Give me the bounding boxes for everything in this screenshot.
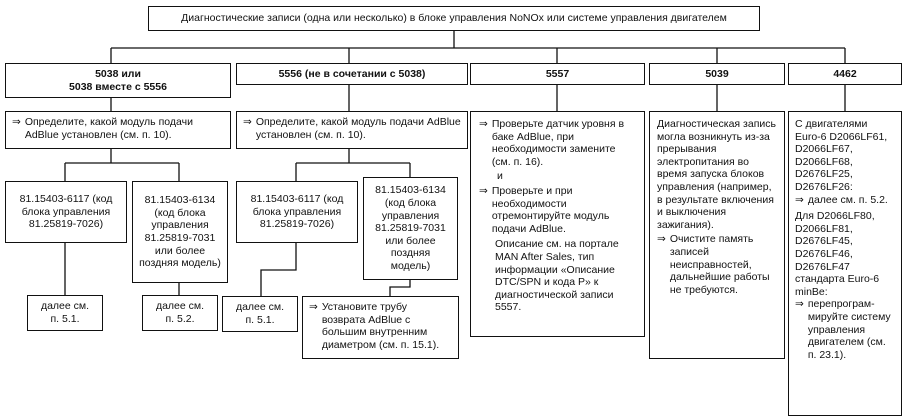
arrow-icon: ⇒ (795, 298, 804, 311)
arrow-icon: ⇒ (479, 118, 488, 130)
variant-label: 81.15403-6117 (код блока управления 81.2… (250, 193, 344, 231)
next-step-box: далее см. п. 5.1. (222, 296, 298, 332)
next-step-text: Установите трубу возврата AdBlue с больш… (321, 301, 440, 351)
step-text: Определите, какой модуль подачи AdBlue у… (255, 116, 461, 141)
root-title: Диагностические записи (одна или несколь… (181, 12, 727, 25)
arrow-icon: ⇒ (12, 116, 21, 128)
step-text: перепрограм­мируйте систему управления д… (807, 298, 891, 361)
code-box-5038: 5038 или 5038 вместе с 5556 (5, 63, 231, 98)
step-box: ⇒Определите, какой модуль подачи AdBlue … (5, 111, 231, 149)
step-text: Определите, какой модуль подачи AdBlue у… (24, 116, 193, 141)
code-box-5039: 5039 (649, 63, 785, 85)
engines-text: Для D2066LF80, D2066LF81, D2676LF45, D26… (795, 210, 880, 298)
and-text: и (497, 170, 503, 183)
engines-text: С двигателями Euro-6 D2066LF61, D2066LF6… (795, 118, 888, 193)
variant-label: 81.15403-6117 (код блока управления 81.2… (19, 193, 113, 231)
next-step-text: далее см. п. 5.1. (235, 301, 285, 326)
code-label: 5557 (545, 67, 570, 80)
code-box-4462: 4462 (788, 63, 902, 85)
variant-box: 81.15403-6117 (код блока управления 81.2… (5, 181, 127, 243)
code-box-5556: 5556 (не в сочетании с 5038) (236, 63, 468, 85)
step-text: далее см. п. 5.2. (807, 193, 888, 206)
variant-box: 81.15403-6134 (код блока управления 81.2… (132, 181, 228, 283)
next-step-text: далее см. п. 5.2. (155, 300, 205, 325)
next-step-text: далее см. п. 5.1. (40, 300, 90, 325)
code-label: 5556 (не в сочетании с 5038) (278, 67, 426, 80)
code-box-5557: 5557 (470, 63, 645, 85)
code-label: 4462 (833, 67, 857, 80)
step-text: Очистите память записей неисправностей, … (669, 233, 770, 296)
arrow-icon: ⇒ (309, 301, 318, 313)
note-text: Описание см. на портале MAN After Sales,… (495, 238, 619, 314)
step-text: Проверьте датчик уровня в баке AdBlue, п… (491, 118, 625, 168)
next-step-box: ⇒Установите трубу возврата AdBlue с боль… (302, 296, 459, 359)
code-label: 5039 (705, 67, 729, 80)
variant-label: 81.15403-6134 (код блока управления 81.2… (375, 184, 446, 272)
box-5039-details: Диагностическая запись могла возникнуть … (649, 111, 785, 359)
next-step-box: далее см. п. 5.1. (27, 295, 103, 331)
box-4462-details: С двигателями Euro-6 D2066LF61, D2066LF6… (788, 111, 902, 416)
code-label: 5038 вместе с 5556 (69, 80, 167, 93)
arrow-icon: ⇒ (243, 116, 252, 128)
next-step-box: далее см. п. 5.2. (142, 295, 218, 331)
box-5557-details: ⇒Проверьте датчик уровня в баке AdBlue, … (470, 111, 645, 337)
arrow-icon: ⇒ (479, 184, 488, 197)
arrow-icon: ⇒ (657, 233, 666, 246)
step-box: ⇒Определите, какой модуль подачи AdBlue … (236, 111, 468, 149)
arrow-icon: ⇒ (795, 193, 804, 206)
description-text: Диагностическая запись могла возникнуть … (657, 118, 776, 231)
step-text: Проверьте и при необходимости отремонтир… (491, 184, 610, 235)
root-title-box: Диагностические записи (одна или несколь… (148, 6, 760, 31)
variant-label: 81.15403-6134 (код блока управления 81.2… (139, 194, 221, 270)
code-label: 5038 или (95, 67, 141, 80)
variant-box: 81.15403-6134 (код блока управления 81.2… (363, 177, 458, 280)
variant-box: 81.15403-6117 (код блока управления 81.2… (236, 181, 358, 243)
